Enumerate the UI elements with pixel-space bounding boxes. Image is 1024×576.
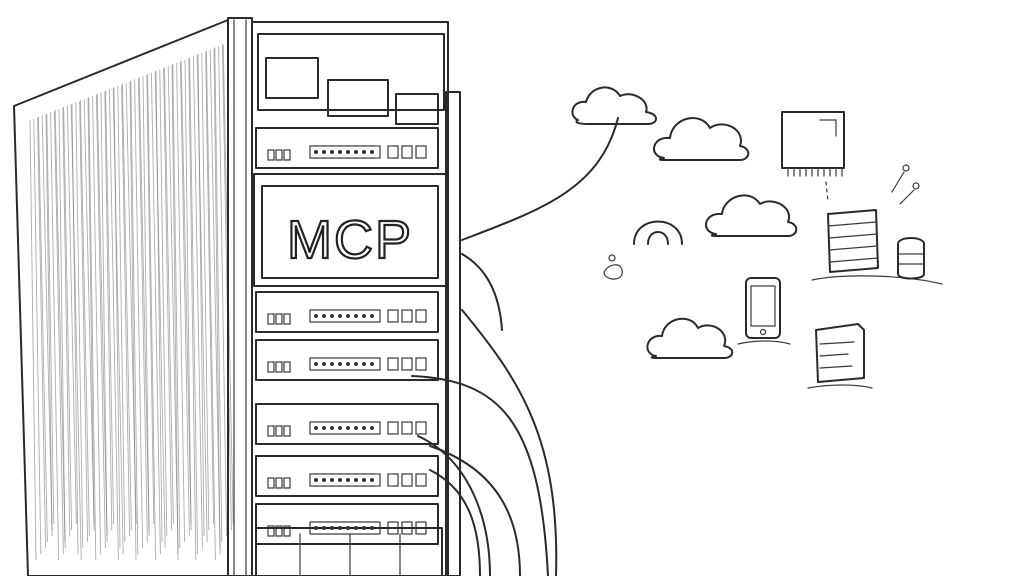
hatch-line — [205, 50, 216, 561]
hatch-line — [121, 84, 131, 537]
hatch-line — [146, 74, 155, 525]
smartphone-icon — [737, 277, 791, 345]
hatch-line — [138, 77, 150, 537]
hatch-line — [176, 62, 186, 543]
hatch-line — [54, 110, 66, 549]
hatch-line — [100, 92, 108, 537]
hatch-line — [147, 73, 157, 561]
hatch-line — [205, 51, 215, 525]
database-icon — [811, 209, 943, 285]
hatch-line — [92, 95, 102, 555]
hatch-line — [29, 119, 37, 561]
hatch-line — [58, 108, 66, 543]
hatch-line — [75, 102, 84, 549]
hatch-line — [79, 100, 90, 537]
hatch-line — [46, 113, 55, 525]
rack-bottom-grill — [255, 527, 443, 576]
hatch-line — [113, 86, 121, 549]
hatch-line — [95, 94, 106, 549]
cloud-icon — [653, 117, 750, 161]
server-unit — [255, 403, 439, 445]
hatch-line — [105, 90, 115, 525]
hatch-line — [172, 63, 181, 549]
hatch-line — [33, 118, 42, 555]
server-units — [255, 127, 439, 545]
hatch-line — [130, 80, 139, 555]
server-unit — [255, 127, 439, 169]
hatch-line — [171, 64, 179, 555]
hatch-line — [179, 61, 190, 537]
server-unit — [255, 455, 439, 497]
network-cables — [411, 117, 619, 576]
cloud-icon — [705, 194, 798, 237]
server-unit — [255, 339, 439, 381]
cloud-icon — [571, 86, 657, 125]
hatch-line — [134, 79, 144, 549]
hatch-line — [50, 112, 60, 561]
hatch-line — [163, 68, 173, 531]
hatch-line — [201, 52, 210, 531]
hatch-line — [66, 105, 77, 525]
hatch-line — [53, 111, 64, 555]
hatch-line — [209, 49, 221, 555]
cloud-icon — [646, 317, 734, 359]
hatch-line — [214, 47, 223, 543]
hatch-line — [155, 70, 163, 543]
hatch-line — [104, 91, 113, 531]
hatch-line — [142, 75, 150, 531]
mcp-label: MCP — [287, 210, 413, 270]
hatch-line — [37, 116, 48, 543]
arc-icon — [603, 220, 683, 280]
hatch-line — [87, 97, 95, 525]
hatch-line — [150, 72, 161, 555]
hatch-line — [221, 45, 232, 531]
hatch-line — [108, 89, 119, 561]
hatch-line — [71, 103, 79, 555]
server-unit — [255, 503, 439, 545]
server-unit — [255, 291, 439, 333]
hatch-line — [117, 85, 126, 543]
hatch-line — [37, 117, 47, 549]
hatch-line — [83, 99, 95, 531]
mcp-label-panel: MCP — [253, 173, 447, 287]
hatch-line — [62, 107, 71, 537]
rack-side-panel — [13, 19, 234, 576]
rack-top-vents — [257, 33, 445, 125]
hatch-line — [163, 67, 174, 525]
antenna-icon — [891, 164, 920, 205]
hatch-line — [79, 101, 89, 543]
hatch-line — [41, 115, 53, 537]
hatch-line — [121, 83, 132, 531]
chip-icon — [781, 111, 845, 203]
hatch-line — [159, 69, 168, 537]
server-rack: MCP — [227, 17, 461, 576]
hatch-line — [197, 53, 205, 537]
hatch-line — [167, 66, 179, 561]
hatch-line — [96, 93, 108, 543]
hatch-line — [88, 96, 97, 561]
hatch-line — [213, 48, 221, 549]
hatch-line — [184, 59, 192, 525]
hatch-line — [192, 56, 203, 549]
hatch-line — [188, 58, 197, 561]
hatch-line — [137, 78, 148, 543]
hatch-line — [218, 46, 228, 537]
hatch-line — [63, 106, 73, 531]
document-server-icon — [807, 323, 873, 389]
hatch-line — [180, 60, 192, 531]
hatch-line — [45, 114, 53, 531]
database-small-icon — [897, 237, 925, 280]
hatch-line — [129, 81, 137, 561]
hatch-line — [189, 57, 199, 555]
